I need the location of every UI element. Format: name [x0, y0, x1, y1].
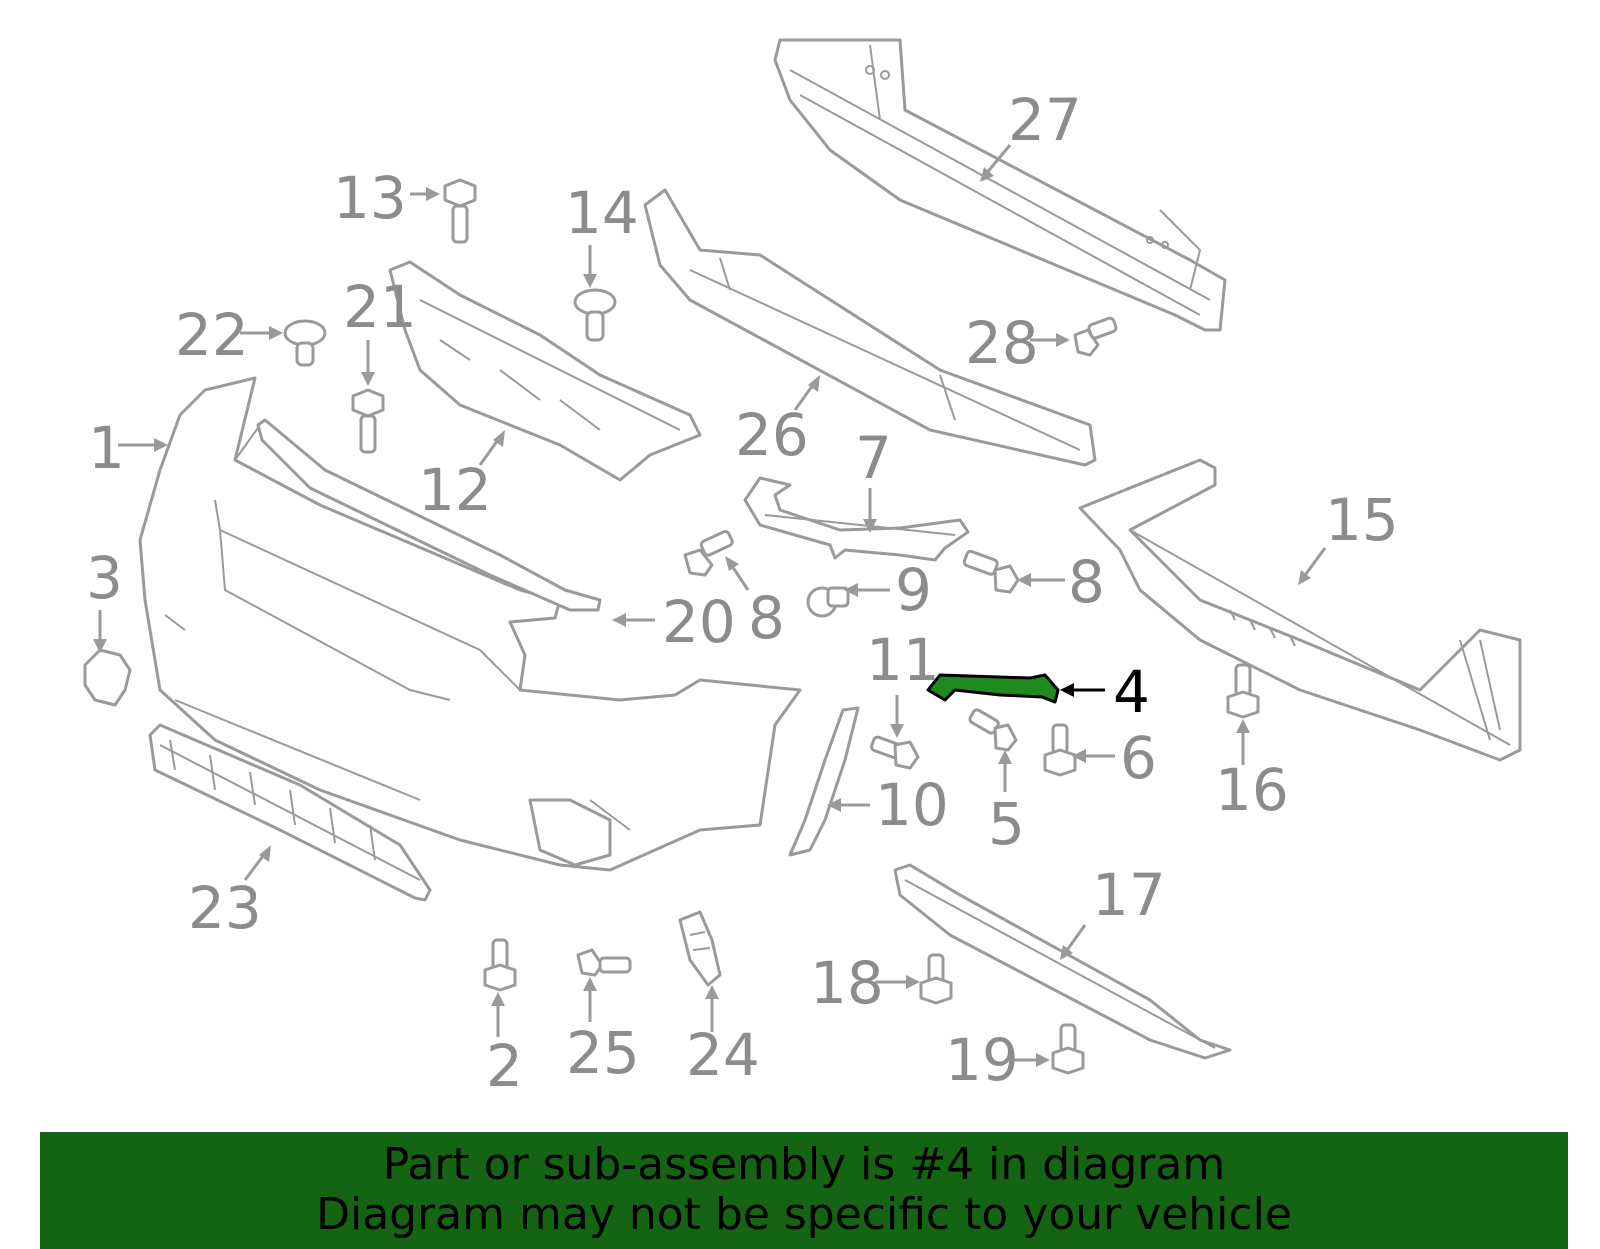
leader-arrow-4 [1060, 683, 1105, 697]
banner-line-2: Diagram may not be specific to your vehi… [316, 1189, 1292, 1240]
callout-28: 28 [965, 309, 1039, 377]
callout-26: 26 [735, 401, 809, 469]
callout-18: 18 [810, 949, 884, 1017]
callout-labels: 1 2 3 4 5 6 7 8 8 9 10 11 12 13 14 15 16… [86, 86, 1399, 1100]
callout-9: 9 [895, 556, 932, 624]
callout-23: 23 [188, 874, 262, 942]
part-7-bracket[interactable] [743, 476, 970, 562]
part-26-absorber[interactable] [643, 188, 1097, 467]
part-12-bracket[interactable] [388, 260, 702, 482]
callout-16: 16 [1215, 756, 1289, 824]
fastener-19[interactable] [1051, 1023, 1085, 1075]
part-23-lower-grille[interactable] [148, 723, 432, 902]
parts-diagram: 1 2 3 4 5 6 7 8 8 9 10 11 12 13 14 15 16… [83, 38, 1522, 1100]
part-4-highlighted[interactable] [926, 673, 1060, 704]
callout-24: 24 [686, 1021, 760, 1089]
callout-7: 7 [855, 424, 892, 492]
callout-5: 5 [988, 790, 1025, 858]
callout-6: 6 [1120, 724, 1157, 792]
callout-14: 14 [565, 179, 639, 247]
callout-21: 21 [343, 273, 417, 341]
callout-3: 3 [86, 544, 123, 612]
fastener-8-left[interactable] [683, 530, 734, 577]
callout-19: 19 [945, 1026, 1019, 1094]
callout-1: 1 [88, 414, 125, 482]
part-10-side-strip[interactable] [788, 706, 860, 857]
callout-25: 25 [566, 1019, 640, 1087]
callout-8-left: 8 [748, 584, 785, 652]
callout-4: 4 [1113, 658, 1150, 726]
callout-11: 11 [866, 626, 940, 694]
part-15-absorber[interactable] [1078, 458, 1522, 762]
part-20-strip[interactable] [256, 418, 602, 612]
fastener-28[interactable] [1073, 316, 1118, 357]
part-17-lower-strip[interactable] [893, 863, 1232, 1060]
part-1-bumper-cover[interactable] [138, 376, 802, 872]
callout-8-right: 8 [1068, 548, 1105, 616]
callout-15: 15 [1325, 486, 1399, 554]
callout-10: 10 [875, 771, 949, 839]
fastener-13[interactable] [443, 178, 477, 244]
callout-2: 2 [486, 1032, 523, 1100]
fastener-2[interactable] [483, 938, 517, 992]
fastener-25[interactable] [576, 948, 632, 977]
callout-12: 12 [418, 456, 492, 524]
fastener-11[interactable] [870, 735, 920, 770]
fastener-6[interactable] [1043, 723, 1077, 777]
fastener-21[interactable] [351, 388, 385, 454]
fastener-22[interactable] [283, 319, 327, 367]
callout-20: 20 [662, 588, 736, 656]
fastener-8-right[interactable] [962, 549, 1020, 594]
info-banner: Part or sub-assembly is #4 in diagram Di… [40, 1132, 1568, 1249]
fastener-5[interactable] [968, 708, 1018, 752]
fastener-16[interactable] [1226, 663, 1260, 719]
leader-arrows [93, 144, 1327, 1067]
callout-13: 13 [333, 164, 407, 232]
banner-line-1: Part or sub-assembly is #4 in diagram [382, 1139, 1226, 1190]
callout-22: 22 [175, 301, 249, 369]
callout-17: 17 [1092, 861, 1166, 929]
part-3-fog-cover[interactable] [83, 648, 132, 707]
fastener-9[interactable] [806, 586, 850, 618]
part-24-bracket[interactable] [678, 910, 722, 987]
part-27-reinforcement[interactable] [773, 38, 1227, 332]
fastener-14[interactable] [573, 288, 617, 342]
fastener-18[interactable] [919, 953, 953, 1005]
callout-27: 27 [1008, 86, 1082, 154]
